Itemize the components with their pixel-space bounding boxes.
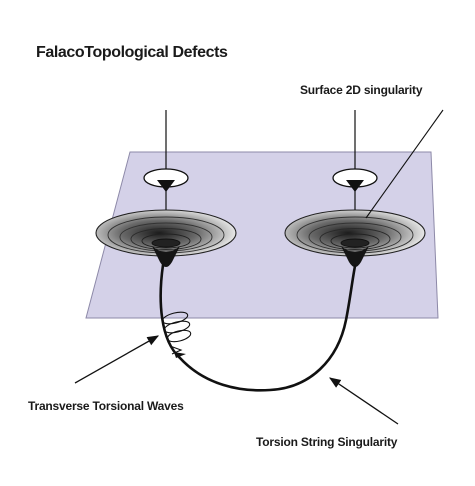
torsion-string-singularity-label: Torsion String Singularity bbox=[256, 435, 398, 449]
string-arrow bbox=[329, 377, 399, 425]
torsion-string bbox=[159, 263, 357, 392]
surface-2d-singularity-label: Surface 2D singularity bbox=[300, 83, 423, 97]
waves-arrow bbox=[74, 335, 160, 384]
diagram-title: FalacoTopological Defects bbox=[36, 44, 228, 61]
torsional-wave-coil bbox=[161, 311, 192, 355]
surface-pointer-line bbox=[365, 109, 444, 219]
right-vortex bbox=[284, 110, 426, 267]
surface-plane bbox=[85, 151, 439, 319]
transverse-torsional-waves-label: Transverse Torsional Waves bbox=[28, 399, 184, 413]
coil-arrow-icon bbox=[174, 352, 186, 358]
left-vortex bbox=[95, 110, 237, 267]
